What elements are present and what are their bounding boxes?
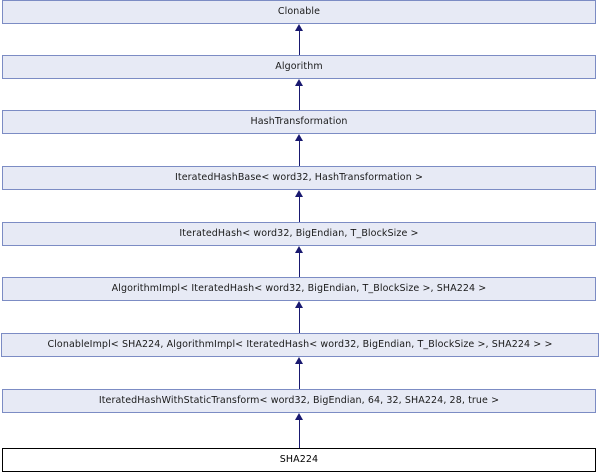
class-node-label: HashTransformation [250,116,348,128]
class-node-iterated-hash-with-static-transform[interactable]: IteratedHashWithStaticTransform< word32,… [2,389,596,413]
class-node-label: Algorithm [275,61,323,73]
arrow-stem [299,362,300,389]
class-node-label: IteratedHashBase< word32, HashTransforma… [174,172,423,184]
class-node-clonable-impl[interactable]: ClonableImpl< SHA224, AlgorithmImpl< Ite… [1,333,599,357]
class-node-label: AlgorithmImpl< IteratedHash< word32, Big… [111,283,487,295]
class-node-label: SHA224 [279,454,319,466]
arrowhead-up-icon [295,79,303,86]
class-node-label: ClonableImpl< SHA224, AlgorithmImpl< Ite… [47,339,553,351]
arrowhead-up-icon [295,357,303,364]
inheritance-arrow-clonable-impl-to-algorithm-impl [295,301,304,333]
arrow-stem [299,251,300,277]
inheritance-arrow-hash-transformation-to-algorithm [295,79,304,110]
class-node-algorithm-impl[interactable]: AlgorithmImpl< IteratedHash< word32, Big… [2,277,596,301]
class-node-algorithm[interactable]: Algorithm [2,55,596,79]
inheritance-arrow-sha224-to-iterated-hash-with-static-transform [295,413,304,448]
arrow-stem [299,195,300,222]
arrow-stem [299,29,300,55]
arrowhead-up-icon [295,301,303,308]
inheritance-arrow-iterated-hash-base-to-hash-transformation [295,134,304,166]
class-node-label: IteratedHash< word32, BigEndian, T_Block… [179,228,419,240]
class-node-hash-transformation[interactable]: HashTransformation [2,110,596,134]
inheritance-arrow-algorithm-to-clonable [295,24,304,55]
arrowhead-up-icon [295,134,303,141]
class-node-sha224[interactable]: SHA224 [2,448,596,472]
arrow-stem [299,306,300,333]
inheritance-arrow-algorithm-impl-to-iterated-hash [295,246,304,277]
arrow-stem [299,418,300,448]
class-node-label: IteratedHashWithStaticTransform< word32,… [98,395,500,407]
arrow-stem [299,84,300,110]
inheritance-arrow-iterated-hash-to-iterated-hash-base [295,190,304,222]
class-node-clonable[interactable]: Clonable [2,0,596,24]
class-node-label: Clonable [277,6,321,18]
class-node-iterated-hash-base[interactable]: IteratedHashBase< word32, HashTransforma… [2,166,596,190]
inheritance-arrow-iterated-hash-with-static-transform-to-clonable-impl [295,357,304,389]
arrowhead-up-icon [295,413,303,420]
arrowhead-up-icon [295,24,303,31]
arrowhead-up-icon [295,246,303,253]
arrow-stem [299,139,300,166]
arrowhead-up-icon [295,190,303,197]
class-node-iterated-hash[interactable]: IteratedHash< word32, BigEndian, T_Block… [2,222,596,246]
